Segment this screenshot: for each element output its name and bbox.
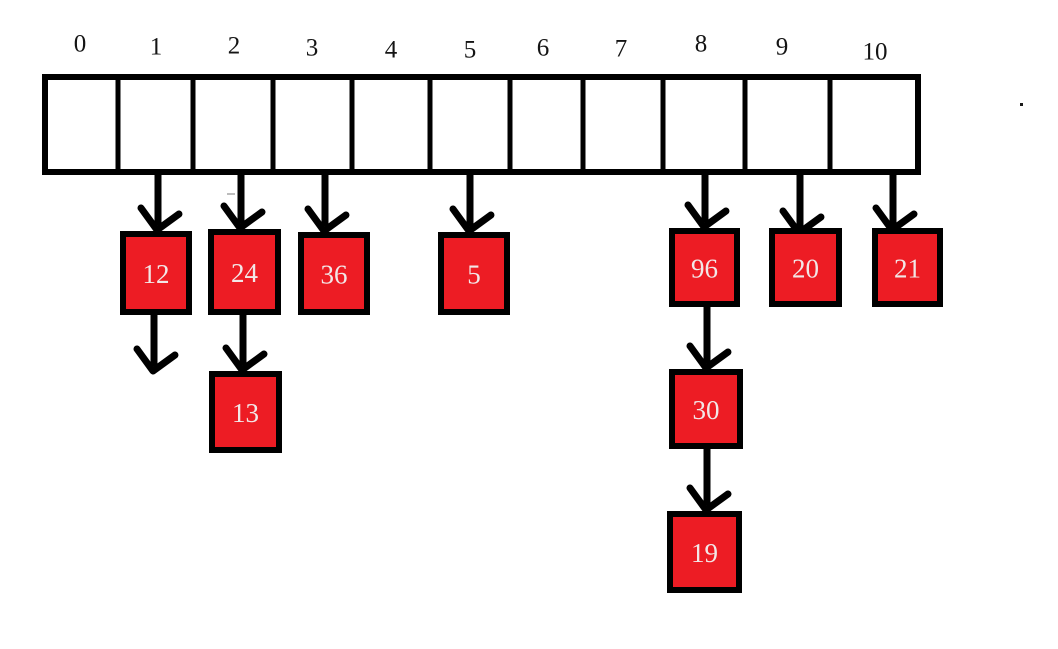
bucket-index-label: 6 bbox=[537, 35, 550, 62]
stray-mark bbox=[227, 193, 235, 195]
bucket-8-pointer-arrow-head bbox=[684, 201, 730, 231]
next-pointer-arrow-head bbox=[222, 344, 268, 374]
bucket-index-label: 7 bbox=[615, 36, 628, 63]
list-node-box bbox=[120, 231, 192, 315]
list-node-value: 12 bbox=[143, 259, 170, 289]
bucket-index-label: 5 bbox=[464, 37, 477, 64]
list-node-value: 20 bbox=[792, 254, 819, 284]
bucket-index-label: 1 bbox=[150, 34, 163, 61]
list-node-value: 5 bbox=[467, 260, 481, 290]
list-node-box bbox=[669, 228, 740, 307]
bucket-3-pointer-arrow-head bbox=[304, 205, 350, 235]
null-pointer-arrow-head bbox=[133, 345, 179, 375]
list-node-value: 21 bbox=[894, 254, 921, 284]
list-node-value: 36 bbox=[321, 260, 348, 290]
next-pointer-arrow-head bbox=[686, 342, 732, 372]
next-pointer-arrow-head bbox=[686, 484, 732, 514]
bucket-index-label: 4 bbox=[385, 37, 398, 64]
bucket-index-label: 9 bbox=[776, 34, 789, 61]
list-node-value: 19 bbox=[691, 538, 718, 568]
list-node-box bbox=[669, 369, 743, 449]
list-node-box bbox=[209, 371, 282, 453]
list-node-value: 24 bbox=[231, 258, 259, 288]
stray-mark bbox=[1020, 103, 1023, 106]
list-node-value: 13 bbox=[232, 398, 259, 428]
list-node-box bbox=[438, 232, 510, 315]
list-node-box bbox=[667, 511, 742, 593]
bucket-index-label: 2 bbox=[228, 33, 241, 60]
bucket-index-label: 3 bbox=[306, 35, 319, 62]
list-node-value: 30 bbox=[693, 395, 720, 425]
bucket-array-outline bbox=[42, 74, 921, 175]
list-node-value: 96 bbox=[691, 254, 718, 284]
bucket-2-pointer-arrow-head bbox=[220, 202, 266, 232]
list-node-box bbox=[208, 229, 281, 315]
bucket-5-pointer-arrow-head bbox=[449, 205, 495, 235]
bucket-index-label: 10 bbox=[863, 39, 888, 66]
bucket-1-pointer-arrow-head bbox=[137, 204, 183, 234]
list-node-box bbox=[769, 228, 842, 307]
list-node-box bbox=[872, 228, 943, 307]
bucket-index-label: 8 bbox=[695, 31, 708, 58]
bucket-index-label: 0 bbox=[74, 31, 87, 58]
list-node-box bbox=[298, 232, 370, 315]
